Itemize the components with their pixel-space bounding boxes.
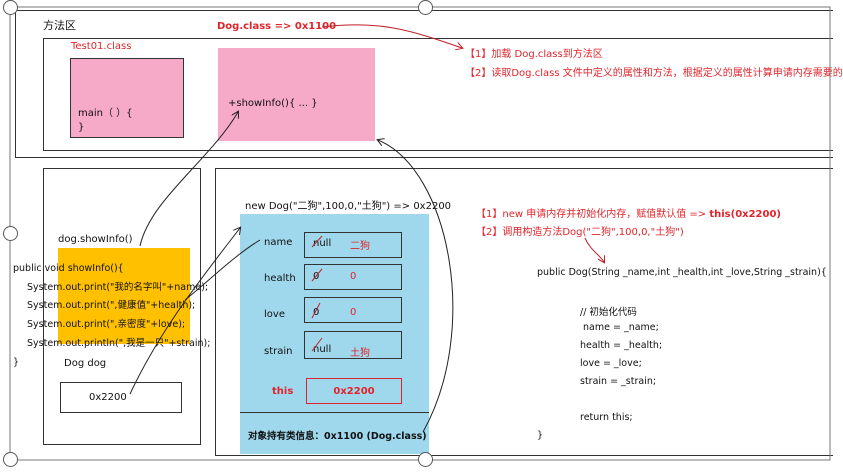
main-method-close: }	[78, 122, 85, 133]
showinfo-method-text: +showInfo(){ ... }	[228, 98, 318, 109]
resize-handle[interactable]	[3, 0, 18, 15]
field-new-value: 二狗	[350, 241, 370, 252]
dog-class-box: +showInfo(){ ... }	[218, 48, 375, 141]
dog-var-label: Dog dog	[64, 358, 107, 369]
field-box-health: 0 0	[304, 264, 402, 290]
field-label-strain: strain	[264, 346, 293, 357]
new-expression: new Dog("二狗",100,0,"土狗") => 0x2200	[245, 201, 452, 212]
this-box: 0x2200	[306, 378, 402, 404]
resize-handle[interactable]	[418, 0, 433, 15]
method-area-note-2: 【2】读取Dog.class 文件中定义的属性和方法，根据定义的属性计算申请内存…	[465, 68, 843, 79]
resize-handle[interactable]	[418, 452, 433, 467]
code-line: System.out.print("我的名字叫"+name);	[27, 281, 209, 293]
code-line: System.out.print(",健康值"+health);	[27, 300, 196, 312]
heap-note-2: 【2】调用构造方法Dog("二狗",100,0,"土狗")	[476, 227, 684, 238]
field-old-value: 0	[313, 271, 320, 282]
constructor-comment: // 初始化代码	[580, 307, 637, 318]
this-value: 0x2200	[333, 385, 375, 397]
dog-var-value: 0x2200	[89, 392, 127, 403]
field-old-value: null	[313, 344, 332, 355]
test01-class-box: main（ ）{ }	[70, 58, 184, 138]
constructor-close: }	[537, 430, 544, 441]
constructor-line: health = _health;	[580, 340, 663, 351]
code-line: System.out.print(",亲密度"+love);	[27, 319, 186, 331]
field-old-value: null	[313, 238, 332, 249]
this-label: this	[272, 386, 294, 397]
field-new-value: 0	[350, 271, 357, 282]
test01-class-label: Test01.class	[71, 41, 132, 52]
constructor-signature: public Dog(String _name,int _health,int …	[537, 267, 827, 278]
field-box-name: null 二狗	[304, 232, 402, 258]
class-info-text: 对象持有类信息：0x1100 (Dog.class)	[248, 431, 427, 442]
heap-note-1-bold: this(0x2200)	[709, 209, 782, 220]
stack-call-label: dog.showInfo()	[58, 234, 133, 245]
field-label-name: name	[264, 237, 293, 248]
dog-var-box: 0x2200	[60, 382, 182, 413]
field-box-strain: null 土狗	[304, 331, 402, 359]
field-new-value: 土狗	[350, 348, 370, 359]
code-line: }	[13, 356, 20, 368]
constructor-line: name = _name;	[583, 322, 659, 333]
constructor-line: love = _love;	[580, 358, 642, 369]
heap-note-1-text: 【1】new 申请内存并初始化内存，赋值默认值 =>	[476, 209, 707, 220]
code-line: System.out.println(",我是一只"+strain);	[27, 337, 211, 349]
field-label-health: health	[264, 273, 296, 284]
method-area-note-1: 【1】加载 Dog.class到方法区	[465, 49, 603, 60]
field-new-value: 0	[350, 307, 357, 318]
main-method-text: main（ ）{	[78, 108, 133, 119]
field-label-love: love	[264, 309, 285, 320]
object-divider	[240, 412, 429, 413]
method-area-label: 方法区	[43, 19, 76, 32]
dog-class-address: Dog.class => 0x1100	[217, 21, 337, 32]
field-old-value: 0	[313, 307, 320, 318]
heap-note-1: 【1】new 申请内存并初始化内存，赋值默认值 => this(0x2200)	[476, 205, 781, 220]
showinfo-code: public void showInfo(){ System.out.print…	[13, 260, 210, 372]
constructor-line: strain = _strain;	[580, 376, 657, 387]
constructor-return: return this;	[580, 412, 633, 423]
field-box-love: 0 0	[304, 297, 402, 323]
code-line: public void showInfo(){	[13, 263, 124, 274]
resize-handle[interactable]	[3, 226, 18, 241]
resize-handle[interactable]	[3, 452, 18, 467]
